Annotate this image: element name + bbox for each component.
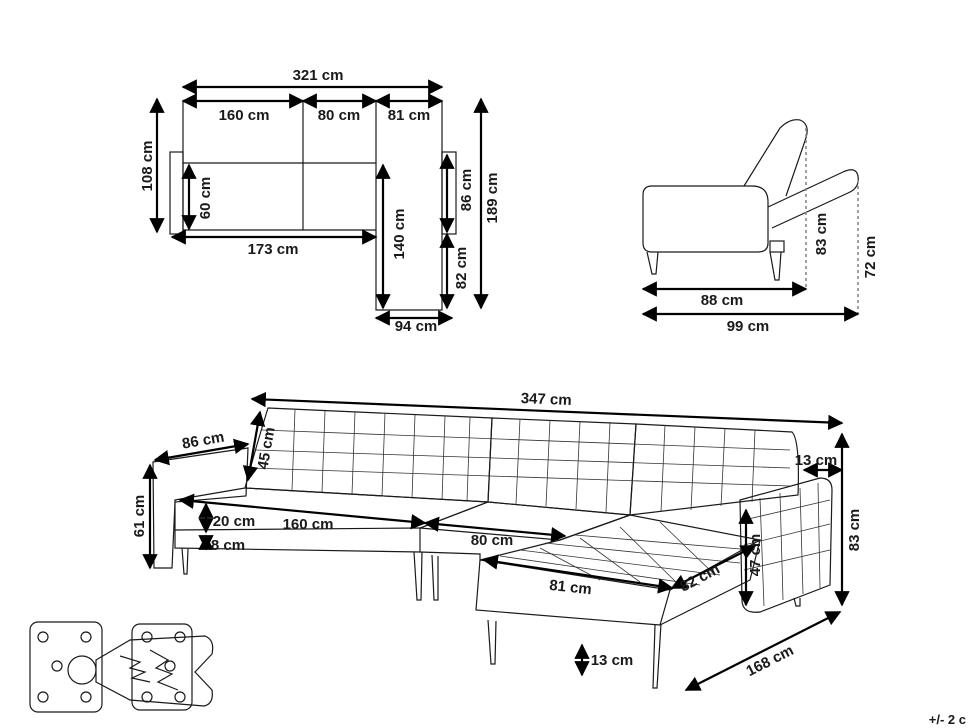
label-81-persp: 81 cm [548, 577, 592, 598]
side-view: 88 cm 99 cm 83 cm 72 cm [641, 119, 879, 335]
label-80: 80 cm [318, 107, 361, 124]
side-view-back-upright [743, 119, 808, 197]
side-view-back-reclined [767, 169, 859, 229]
label-86: 86 cm [458, 169, 475, 212]
backrest-middle [487, 417, 637, 516]
label-88: 88 cm [701, 292, 744, 309]
connector-detail [29, 621, 214, 713]
label-47: 47 cm [747, 534, 764, 577]
label-108: 108 cm [139, 141, 156, 192]
label-80-persp: 80 cm [471, 532, 514, 549]
side-view-leg-front [646, 251, 659, 275]
screw-icon [37, 691, 49, 703]
label-45: 45 cm [255, 426, 279, 471]
label-189: 189 cm [484, 173, 501, 224]
screw-icon [141, 691, 153, 703]
seat-left-front [174, 528, 421, 553]
label-83-persp: 83 cm [846, 509, 863, 552]
seat-middle [419, 501, 631, 541]
tolerance-note: +/- 2 c [929, 712, 966, 727]
side-view-mechanism [769, 240, 785, 253]
label-94: 94 cm [395, 318, 438, 335]
dim-arrow-160-persp [178, 493, 427, 530]
dim-arrow-81-persp [482, 554, 674, 594]
side-view-seat [642, 185, 769, 253]
label-321: 321 cm [293, 67, 344, 84]
backrest-left [244, 407, 493, 503]
label-82-persp: 82 cm [677, 561, 723, 596]
screw-icon [80, 691, 92, 703]
label-8: 8 cm [211, 537, 245, 554]
screw-icon [174, 691, 186, 703]
seat-middle-front [419, 551, 481, 560]
connector-teeth-1 [119, 655, 151, 683]
label-20: 20 cm [213, 513, 256, 530]
dim-arrow-80-persp [423, 516, 567, 543]
backrest-right [629, 423, 799, 516]
screw-icon [174, 631, 186, 643]
screw-icons [37, 631, 186, 703]
label-173: 173 cm [248, 241, 299, 258]
dim-arrow-168 [684, 611, 842, 691]
label-81: 81 cm [388, 107, 431, 124]
top-view-right-arm [441, 151, 457, 235]
label-83-side: 83 cm [813, 213, 830, 256]
screw-icon [51, 660, 63, 672]
dim-arrow-347 [250, 391, 844, 431]
perspective-view: 347 cm 86 cm 45 cm 13 cm 61 cm 20 cm 160… [131, 390, 863, 691]
label-347: 347 cm [520, 390, 572, 409]
top-view-left-arm [169, 151, 184, 235]
label-160-persp: 160 cm [283, 516, 334, 533]
label-82: 82 cm [453, 247, 470, 290]
side-view-leg-back [769, 251, 782, 281]
connector-bracket [95, 635, 214, 707]
label-60: 60 cm [197, 177, 214, 220]
label-160: 160 cm [219, 107, 270, 124]
screw-icon [80, 631, 92, 643]
label-72: 72 cm [862, 236, 879, 279]
screw-icon [164, 660, 176, 672]
dim-arrow-45 [242, 410, 266, 482]
label-13-arm: 13 cm [795, 452, 838, 469]
screw-icon [141, 631, 153, 643]
legs [181, 547, 801, 689]
connector-plate [29, 621, 103, 713]
top-view-outline [182, 100, 443, 311]
screw-icon [37, 631, 49, 643]
label-140: 140 cm [391, 209, 408, 260]
connector-teeth-2 [149, 649, 179, 691]
label-99: 99 cm [727, 318, 770, 335]
dim-arrow-86-persp [153, 438, 250, 466]
right-arm-tufting [743, 482, 831, 607]
label-13-leg: 13 cm [591, 652, 634, 669]
backrest-tufting [250, 409, 791, 513]
label-61: 61 cm [131, 495, 148, 538]
top-view: 321 cm 160 cm 80 cm 81 cm 108 cm 60 cm 1… [139, 67, 501, 335]
chaise-top [479, 514, 762, 591]
chaise-front [475, 559, 671, 626]
connector-hub [67, 655, 97, 685]
connector-plate-2 [131, 623, 193, 711]
